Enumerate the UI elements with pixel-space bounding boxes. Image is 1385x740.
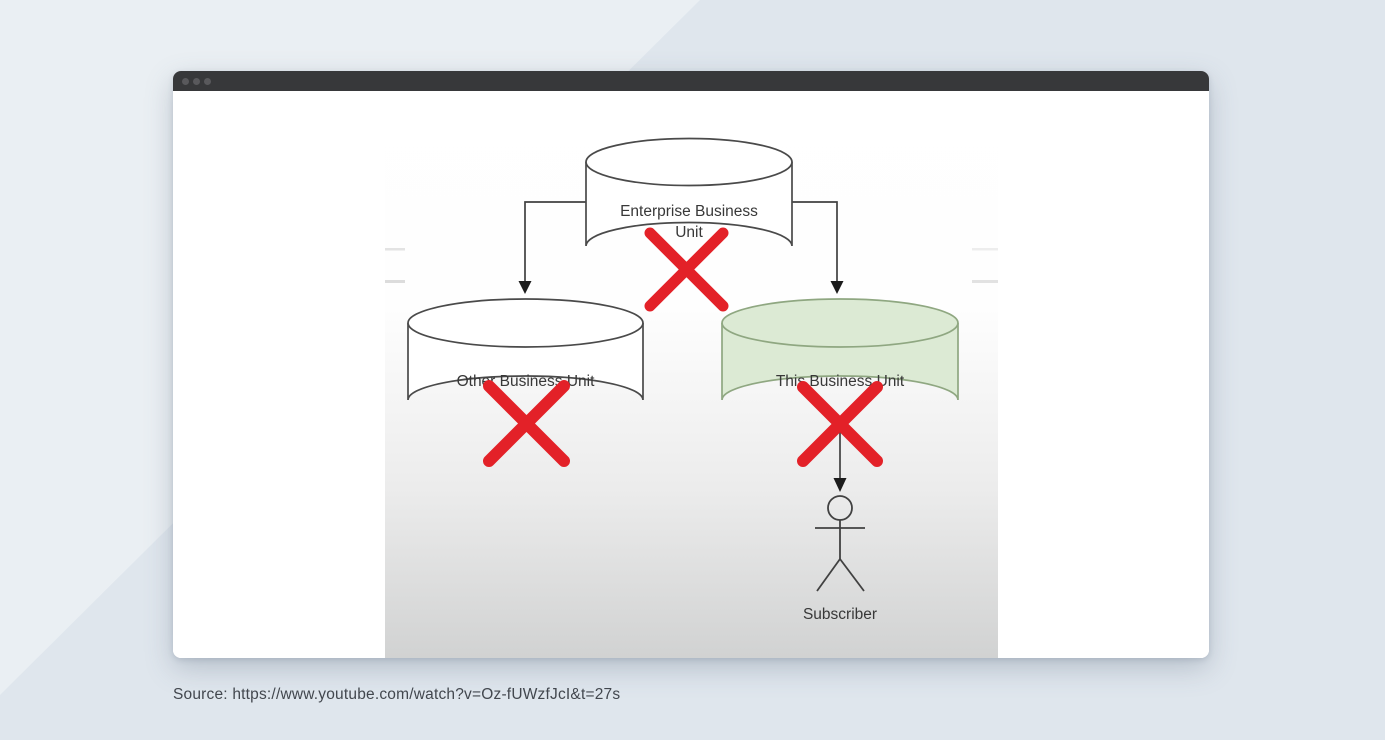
diagram-canvas: Enterprise Business Unit Other Business … — [385, 91, 998, 658]
window-content: Enterprise Business Unit Other Business … — [173, 91, 1209, 658]
enterprise-label-line2: Unit — [675, 224, 703, 241]
other-label: Other Business Unit — [457, 373, 596, 390]
app-window: Enterprise Business Unit Other Business … — [173, 71, 1209, 658]
red-cross-icon-enterprise — [644, 227, 729, 312]
arrowhead-icon — [830, 281, 844, 294]
source-caption: Source: https://www.youtube.com/watch?v=… — [173, 686, 621, 703]
window-control-dot[interactable] — [193, 77, 200, 85]
red-cross-icon-other — [483, 380, 570, 467]
cylinder-top-icon — [407, 298, 644, 348]
edge-enterprise-to-other — [518, 201, 586, 294]
edge-this-to-subscriber — [833, 424, 847, 492]
red-cross-icon-this — [797, 381, 883, 467]
subscriber-label: Subscriber — [803, 606, 877, 623]
node-enterprise-cylinder — [585, 137, 793, 247]
this-label: This Business Unit — [776, 373, 905, 390]
enterprise-label-line1: Enterprise Business — [620, 203, 758, 220]
window-titlebar — [173, 71, 1209, 91]
arrowhead-icon — [833, 478, 847, 492]
cylinder-top-icon — [585, 137, 793, 187]
window-control-dot[interactable] — [182, 77, 189, 85]
node-this-cylinder — [721, 298, 959, 401]
node-other-cylinder — [407, 298, 644, 401]
edge-enterprise-to-this — [792, 201, 844, 294]
window-control-dot[interactable] — [204, 77, 211, 85]
faint-dash-marks — [385, 248, 998, 283]
arrowhead-icon — [518, 281, 532, 294]
cylinder-top-icon — [721, 298, 959, 348]
subscriber-actor-icon — [815, 495, 865, 592]
